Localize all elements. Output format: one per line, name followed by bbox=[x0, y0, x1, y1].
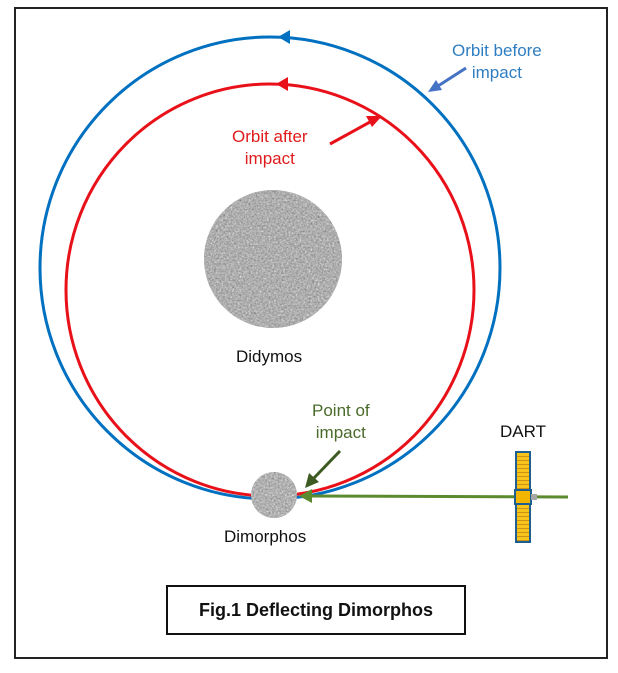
dart-trajectory-arrowhead bbox=[299, 489, 312, 503]
orbit-after-label-line2: impact bbox=[244, 149, 295, 168]
point-of-impact-label-line2: impact bbox=[315, 423, 366, 442]
point-of-impact-label: Point of impact bbox=[312, 400, 370, 444]
orbit-after-label: Orbit after impact bbox=[232, 126, 308, 170]
didymos-body bbox=[204, 190, 342, 328]
dart-solar-panel-bottom bbox=[515, 501, 531, 543]
orbit-after-pointer-line bbox=[329, 120, 371, 146]
didymos-label: Didymos bbox=[236, 347, 303, 366]
orbit-before-pointer-head bbox=[428, 80, 442, 92]
orbit-before-direction-arrow bbox=[278, 30, 290, 44]
figure-caption-box: Fig.1 Deflecting Dimorphos bbox=[166, 585, 466, 635]
dimorphos-body bbox=[251, 472, 297, 518]
dart-solar-panel-top bbox=[515, 451, 531, 493]
orbit-before-label: Orbit before impact bbox=[452, 40, 542, 84]
figure-frame bbox=[14, 7, 608, 659]
dart-antenna bbox=[531, 494, 537, 500]
point-of-impact-label-line1: Point of bbox=[312, 401, 370, 420]
orbit-after-label-line1: Orbit after bbox=[232, 127, 308, 146]
orbit-after-direction-arrow bbox=[276, 77, 288, 91]
dart-label: DART bbox=[500, 422, 546, 441]
orbit-before-pointer-line bbox=[437, 66, 467, 88]
orbit-before-label-line1: Orbit before bbox=[452, 41, 542, 60]
dart-spacecraft bbox=[514, 451, 537, 543]
orbit-before-label-line2: impact bbox=[471, 63, 522, 82]
dimorphos-label: Dimorphos bbox=[224, 527, 307, 546]
dart-bus bbox=[514, 489, 532, 505]
orbit-after-pointer-head bbox=[366, 116, 382, 127]
impact-pointer-head bbox=[305, 473, 319, 488]
figure-caption: Fig.1 Deflecting Dimorphos bbox=[198, 599, 434, 620]
impact-pointer-line bbox=[312, 449, 342, 480]
